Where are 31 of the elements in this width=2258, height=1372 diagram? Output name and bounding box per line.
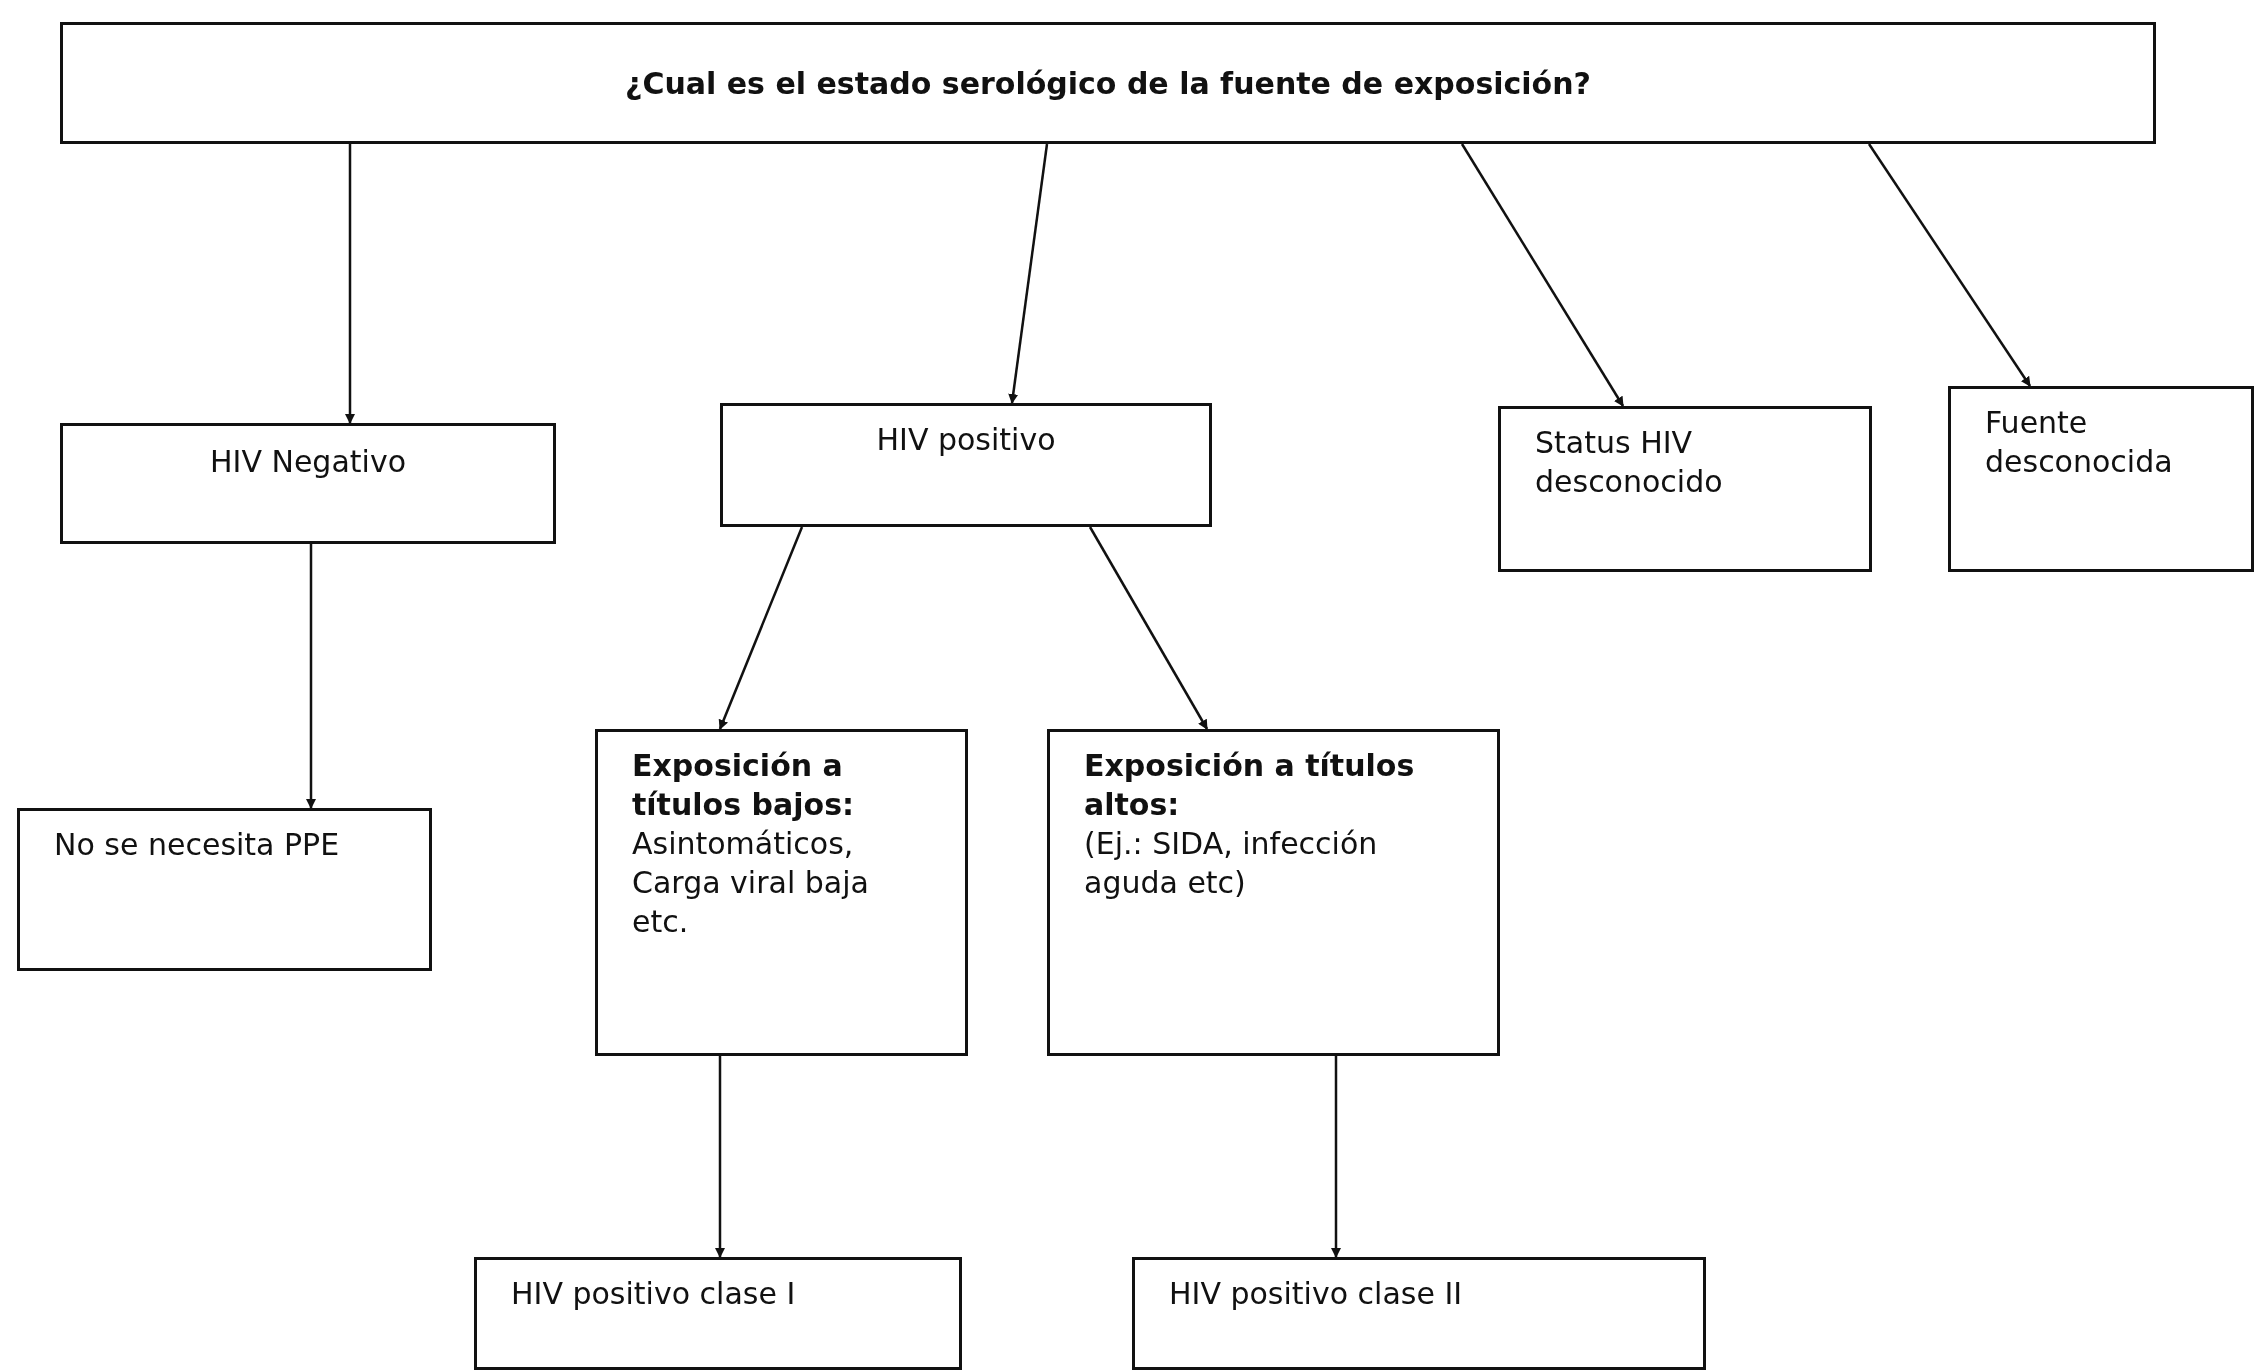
- arrow: [1331, 1056, 1341, 1258]
- box-heading: Exposición a títulos altos:: [1084, 747, 1416, 824]
- process-box: [1047, 729, 1500, 1056]
- process-box: [720, 403, 1212, 527]
- arrow: [1088, 526, 1209, 730]
- box-text: No se necesita PPE: [54, 826, 341, 864]
- process-box: [1948, 386, 2254, 572]
- box-heading: Exposición a títulos bajos:: [632, 747, 855, 824]
- arrow: [718, 526, 804, 730]
- box-text: HIV positivo clase I: [511, 1275, 797, 1313]
- arrow: [1460, 143, 1625, 407]
- box-text: Status HIV desconocido: [1535, 424, 1724, 501]
- arrow: [345, 144, 355, 424]
- process-box: [60, 22, 2156, 144]
- arrow: [715, 1056, 725, 1258]
- box-text: HIV positivo: [875, 421, 1057, 459]
- process-box: [60, 423, 556, 544]
- box-text: (Ej.: SIDA, infección aguda etc): [1084, 825, 1379, 902]
- process-box: [17, 808, 432, 971]
- box-text: HIV positivo clase II: [1169, 1275, 1464, 1313]
- box-text: HIV Negativo: [209, 443, 407, 481]
- box-text: ¿Cual es el estado serológico de la fuente de exposición?: [625, 64, 1591, 103]
- arrow: [306, 544, 316, 809]
- process-box: [474, 1257, 962, 1370]
- process-box: [595, 729, 968, 1056]
- arrow: [1008, 143, 1049, 404]
- box-text: Asintomáticos, Carga viral baja etc.: [632, 825, 870, 941]
- process-box: [1498, 406, 1872, 572]
- arrow: [1867, 143, 2032, 387]
- process-box: [1132, 1257, 1706, 1370]
- box-text: Fuente desconocida: [1985, 404, 2174, 481]
